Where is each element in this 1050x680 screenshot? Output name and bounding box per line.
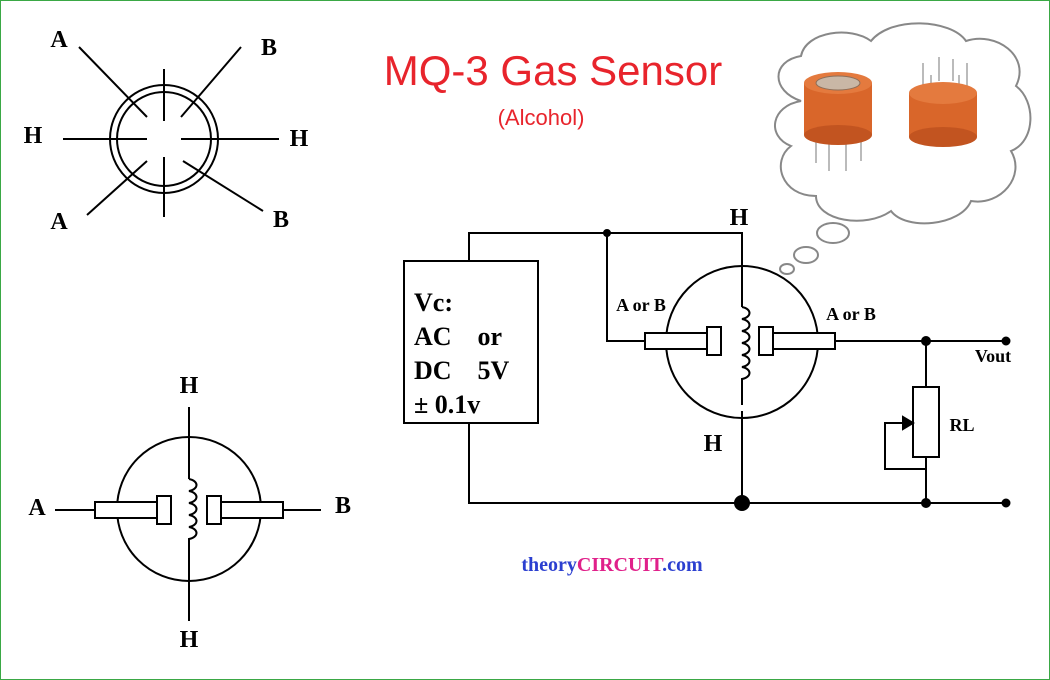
rl-wiper-arrow <box>902 415 915 431</box>
thought-cloud <box>774 22 1032 275</box>
credit-text: theoryCIRCUIT.com <box>521 554 703 576</box>
circuit-label-electrode-right: A or B <box>826 304 876 324</box>
symbol-plate-right <box>206 495 222 525</box>
symbol-electrode-left <box>94 501 158 519</box>
load-resistor <box>912 386 940 458</box>
cloud-bubble-medium <box>793 246 819 264</box>
circuit-label-rl: RL <box>949 415 974 435</box>
rl-wiper <box>884 422 926 470</box>
terminal-ground <box>1001 498 1011 508</box>
cloud-bubble-small <box>779 263 795 275</box>
symbol-electrode-right <box>220 501 284 519</box>
pin-view-lead-a-top <box>78 46 148 118</box>
node-top <box>603 229 611 237</box>
circuit-label-electrode-left: A or B <box>616 295 666 315</box>
pin-label-a-top: A <box>50 27 68 53</box>
circuit <box>403 229 1011 511</box>
pin-label-h-right: H <box>290 126 309 152</box>
pin-label-a-bottom: A <box>50 209 68 235</box>
credit-part-1: theory <box>521 554 577 576</box>
node-ground-main <box>734 495 750 511</box>
symbol-label-h-bottom: H <box>180 627 199 653</box>
sensor-symbol <box>55 407 321 621</box>
sensor-photo-2 <box>909 57 977 147</box>
supply-line-2: AC or <box>414 322 502 351</box>
node-output <box>921 336 931 346</box>
circuit-electrode-right <box>772 332 836 350</box>
symbol-heater-coil <box>188 478 198 549</box>
title: MQ-3 Gas Sensor <box>384 47 722 94</box>
sensor-photo-1 <box>804 72 872 171</box>
supply-line-3: DC 5V <box>414 356 510 385</box>
circuit-label-h-bottom: H <box>704 431 723 457</box>
pin-label-b-top: B <box>261 35 277 61</box>
symbol-plate-left <box>156 495 172 525</box>
circuit-electrode-left <box>644 332 708 350</box>
pin-label-b-bottom: B <box>273 207 289 233</box>
pin-view-lead-a-bottom <box>86 160 148 216</box>
cloud-bubble-large <box>816 222 850 244</box>
node-rl-ground <box>921 498 931 508</box>
wire-left-electrode <box>606 233 645 342</box>
pin-view <box>63 46 279 217</box>
circuit-heater-coil <box>741 306 751 405</box>
wire-bottom <box>468 423 1006 504</box>
pin-view-lead-b-top <box>180 46 242 118</box>
subtitle: (Alcohol) <box>498 105 585 130</box>
circuit-plate-left <box>706 326 722 356</box>
pin-label-h-left: H <box>24 123 43 149</box>
supply-line-1: Vc: <box>414 288 453 317</box>
supply-box <box>403 260 539 424</box>
circuit-plate-right <box>758 326 774 356</box>
credit-part-3: .com <box>662 554 703 576</box>
pin-view-lead-b-bottom <box>182 160 264 212</box>
terminal-vout <box>1001 336 1011 346</box>
symbol-label-a: A <box>28 495 46 521</box>
circuit-label-h-top: H <box>730 205 749 231</box>
supply-line-4: ± 0.1v <box>414 390 480 419</box>
symbol-label-h-top: H <box>180 373 199 399</box>
credit-part-2: CIRCUIT <box>577 554 664 576</box>
circuit-label-vout: Vout <box>975 346 1011 366</box>
symbol-label-b: B <box>335 493 351 519</box>
